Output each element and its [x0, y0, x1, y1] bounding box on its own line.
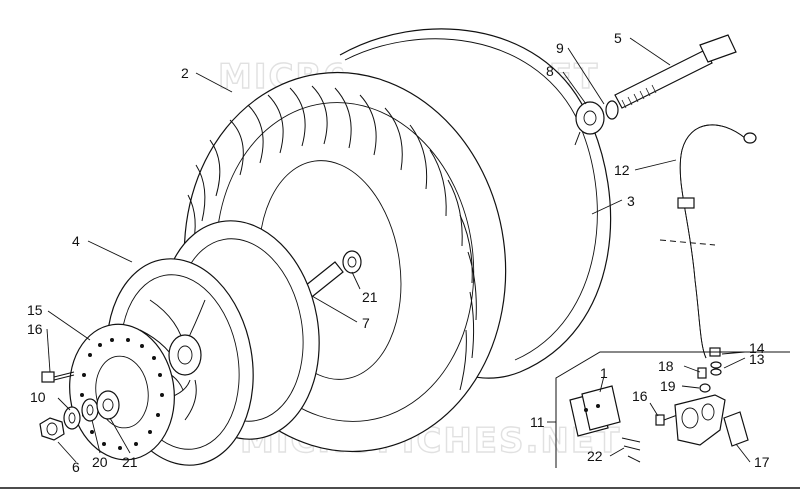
leader-lines: [46, 37, 751, 463]
part-19-cap: [699, 383, 711, 393]
callout-15: 15: [27, 302, 43, 318]
callout-16-left: 16: [27, 321, 43, 337]
brake-caliper: [674, 394, 726, 446]
callout-13: 13: [749, 351, 765, 367]
callout-10: 10: [30, 389, 46, 405]
callout-7: 7: [362, 315, 370, 331]
caliper-group-frame: [555, 351, 790, 468]
part-17-pad-spring: [723, 411, 749, 447]
callout-4: 4: [72, 233, 80, 249]
part-16-bolt-left: [41, 371, 75, 383]
part-10-washer: [63, 406, 81, 430]
part-6-nut: [39, 417, 65, 441]
part-9-washer: [605, 100, 619, 120]
callout-14: 14: [749, 340, 765, 356]
callout-22: 22: [587, 448, 603, 464]
callout-5: 5: [614, 30, 622, 46]
callout-16-right: 16: [632, 388, 648, 404]
part-22-pins: [621, 437, 641, 463]
part-15-brake-disc: [69, 323, 175, 461]
callout-21-upper: 21: [362, 289, 378, 305]
callout-11: 11: [530, 414, 545, 430]
callout-21-lower: 21: [122, 454, 138, 470]
part-18-bleed-screw: [697, 367, 707, 379]
callout-20: 20: [92, 454, 108, 470]
callout-1: 1: [600, 365, 608, 381]
part-8-speedo-drive: [574, 101, 605, 146]
part-13-washers: [710, 361, 722, 376]
part-1-brake-pads: [569, 385, 621, 437]
callout-9: 9: [556, 40, 564, 56]
callout-12: 12: [614, 162, 630, 178]
part-20-spacer: [81, 398, 99, 422]
callout-18: 18: [658, 358, 674, 374]
callout-8: 8: [546, 63, 554, 79]
part-12-brake-hose: [659, 124, 757, 359]
part-5-axle: [614, 34, 737, 109]
callout-17: 17: [754, 454, 770, 470]
callout-2: 2: [181, 65, 189, 81]
callout-6: 6: [72, 459, 80, 475]
callout-3: 3: [627, 193, 635, 209]
callout-labels: 1 2 3 4 5 6 7 8 9 10 11 12 13 14 15 16 1…: [27, 30, 770, 475]
callout-19: 19: [660, 378, 676, 394]
part-21-bearing-left: [96, 390, 120, 420]
